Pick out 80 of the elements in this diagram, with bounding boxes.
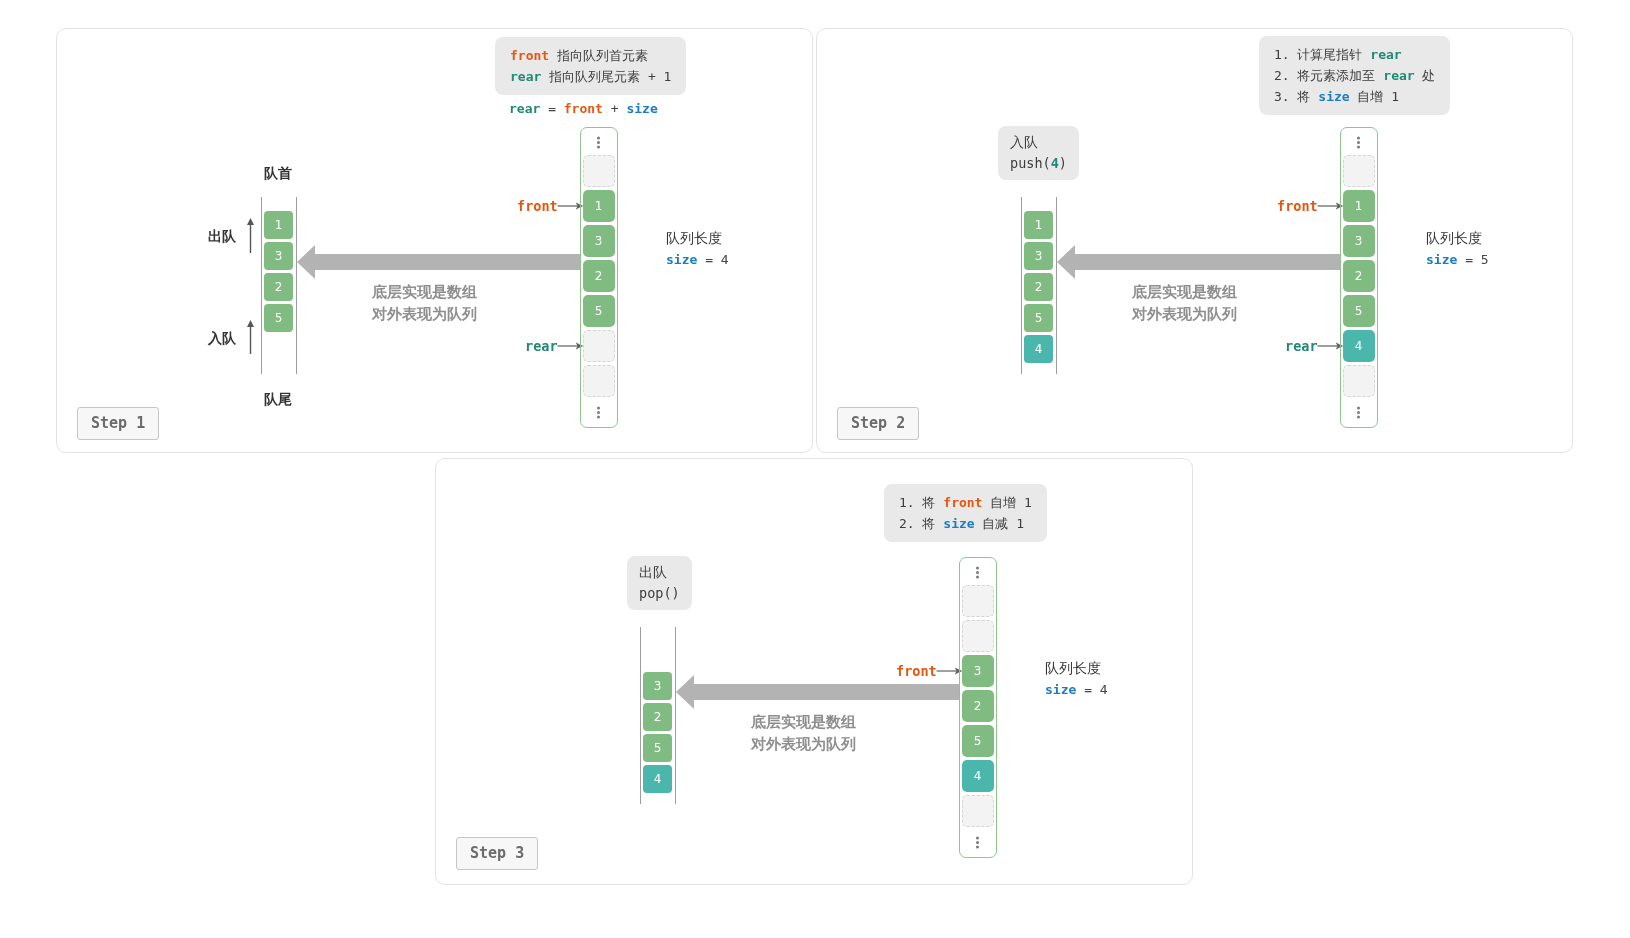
step-label: Step 2 xyxy=(837,407,920,440)
empty-array-slot xyxy=(961,795,994,827)
queue-element: 4 xyxy=(643,765,672,793)
queue-element: 2 xyxy=(643,703,672,731)
queue-tube xyxy=(640,627,676,804)
queue-element: 5 xyxy=(643,734,672,762)
array-container xyxy=(959,557,997,858)
queue-element: 1 xyxy=(1024,211,1053,239)
array-element: 3 xyxy=(1342,225,1375,257)
explanation-text: 底层实现是数组对外表现为队列 xyxy=(371,282,479,325)
queue-tube xyxy=(261,197,297,374)
operation-text: push(4) xyxy=(1010,154,1067,173)
array-element: 5 xyxy=(1342,295,1375,327)
block-arrow xyxy=(1057,245,1340,279)
empty-array-slot xyxy=(582,330,615,362)
pointer-arrow xyxy=(556,342,584,350)
note-line: 2. 将元素添加至 rear 处 xyxy=(1274,67,1436,85)
array-element: 5 xyxy=(961,725,994,757)
length-caption: 队列长度 xyxy=(1045,659,1101,677)
pointer-label: front xyxy=(517,197,558,215)
pointer-label: front xyxy=(1277,197,1318,215)
queue-tube xyxy=(1021,197,1057,374)
empty-array-slot xyxy=(582,155,615,187)
operation-text: 入队 xyxy=(1010,133,1039,152)
size-value: size = 5 xyxy=(1426,251,1489,269)
enqueue-label: 入队 xyxy=(208,329,236,347)
array-element: 1 xyxy=(1342,190,1375,222)
explanation-text: 底层实现是数组对外表现为队列 xyxy=(1131,282,1239,325)
queue-element: 1 xyxy=(264,211,293,239)
queue-head-label: 队首 xyxy=(264,164,292,182)
step-label: Step 3 xyxy=(456,837,539,870)
pointer-label: rear xyxy=(1285,337,1318,355)
array-container xyxy=(580,127,618,428)
queue-tail-label: 队尾 xyxy=(264,390,292,408)
array-element: 2 xyxy=(1342,260,1375,292)
array-element: 1 xyxy=(582,190,615,222)
step-panel xyxy=(816,28,1573,453)
block-arrow xyxy=(297,245,580,279)
pointer-label: rear xyxy=(525,337,558,355)
dequeue-label: 出队 xyxy=(208,227,236,245)
array-element: 3 xyxy=(961,655,994,687)
step-panel xyxy=(435,458,1193,885)
note-line: 2. 将 size 自减 1 xyxy=(899,515,1026,533)
queue-element: 2 xyxy=(264,273,293,301)
array-container xyxy=(1340,127,1378,428)
array-element: 4 xyxy=(1342,330,1375,362)
empty-array-slot xyxy=(961,585,994,617)
length-caption: 队列长度 xyxy=(1426,229,1482,247)
queue-element: 3 xyxy=(264,242,293,270)
note-line: 1. 将 front 自增 1 xyxy=(899,494,1032,512)
size-value: size = 4 xyxy=(666,251,729,269)
note-line: 1. 计算尾指针 rear xyxy=(1274,46,1403,64)
size-value: size = 4 xyxy=(1045,681,1108,699)
step-label: Step 1 xyxy=(77,407,160,440)
formula-text: rear = front + size xyxy=(509,100,658,118)
queue-element: 4 xyxy=(1024,335,1053,363)
empty-array-slot xyxy=(961,620,994,652)
step-panel xyxy=(56,28,813,453)
note-line: 3. 将 size 自增 1 xyxy=(1274,88,1401,106)
length-caption: 队列长度 xyxy=(666,229,722,247)
queue-element: 2 xyxy=(1024,273,1053,301)
note-line: rear 指向队列尾元素 + 1 xyxy=(510,68,672,86)
array-element: 5 xyxy=(582,295,615,327)
array-element: 3 xyxy=(582,225,615,257)
empty-array-slot xyxy=(1342,155,1375,187)
pointer-label: front xyxy=(896,662,937,680)
note-line: front 指向队列首元素 xyxy=(510,47,649,65)
operation-text: 出队 xyxy=(639,563,668,582)
queue-element: 3 xyxy=(643,672,672,700)
queue-element: 5 xyxy=(1024,304,1053,332)
empty-array-slot xyxy=(582,365,615,397)
empty-array-slot xyxy=(1342,365,1375,397)
explanation-text: 底层实现是数组对外表现为队列 xyxy=(750,712,858,755)
queue-element: 3 xyxy=(1024,242,1053,270)
array-element: 2 xyxy=(582,260,615,292)
array-element: 4 xyxy=(961,760,994,792)
block-arrow xyxy=(676,675,959,709)
operation-text: pop() xyxy=(639,584,680,603)
queue-element: 5 xyxy=(264,304,293,332)
array-element: 2 xyxy=(961,690,994,722)
